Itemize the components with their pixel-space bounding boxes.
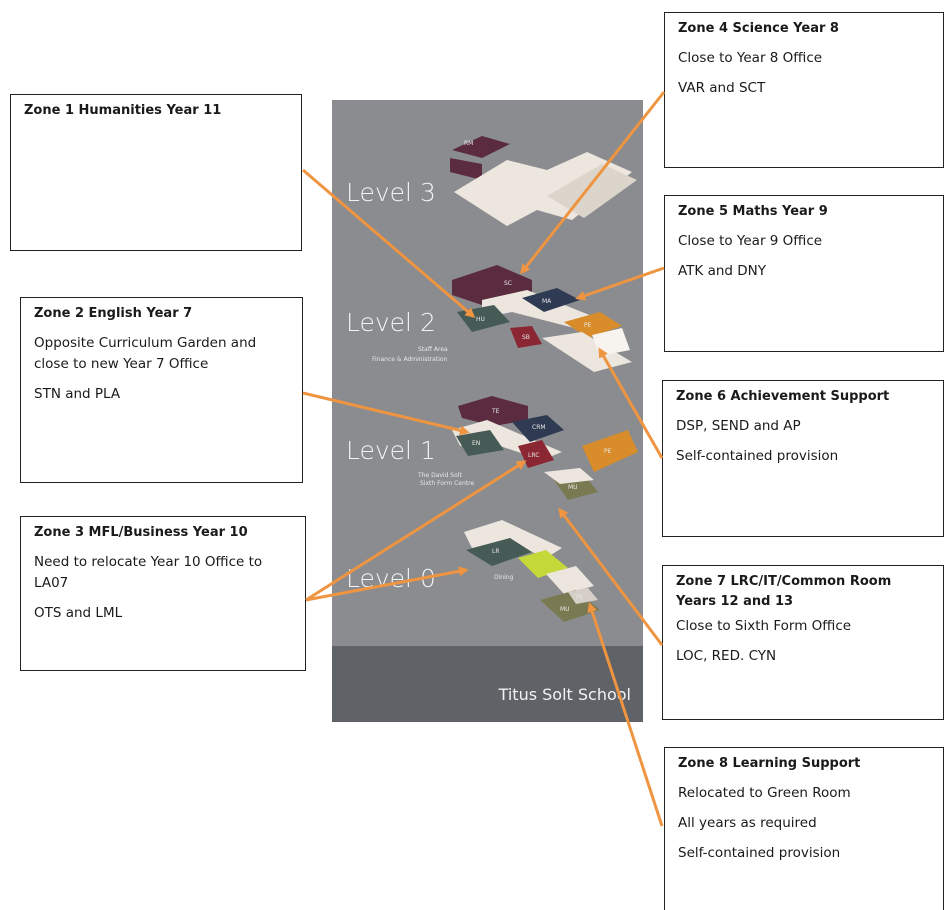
room-label-l1-lrc: LRC [528, 452, 540, 459]
zone-6-line-1: DSP, SEND and AP [676, 418, 801, 435]
level1-sixth-form-caption-2: Sixth Form Centre [420, 480, 475, 487]
level1-sixth-form-caption-1: The David Solt [418, 472, 462, 479]
room-label-l1-te: TE [492, 408, 500, 415]
zone-3-box: Zone 3 MFL/Business Year 10 Need to relo… [20, 516, 306, 671]
zone-2-box: Zone 2 English Year 7 Opposite Curriculu… [20, 297, 303, 483]
room-label-l0-lr: LR [492, 548, 500, 555]
zone-5-box: Zone 5 Maths Year 9 Close to Year 9 Offi… [664, 195, 944, 352]
room-label-l1-crm: CRM [532, 424, 546, 431]
zone-7-line-2: LOC, RED. CYN [676, 648, 777, 665]
zone-3-line-1: Need to relocate Year 10 Office to LA07 [34, 554, 263, 592]
level2-finance-caption: Finance & Administration [372, 356, 448, 363]
zone-8-line-3: Self-contained provision [678, 844, 841, 861]
room-label-l2-pe: PE [584, 322, 592, 329]
level2-staff-area-caption: Staff Area [418, 346, 448, 353]
level2-sb-block [510, 326, 542, 348]
zone-2-line-2: STN and PLA [34, 385, 121, 402]
zone-4-title: Zone 4 Science Year 8 [678, 21, 839, 36]
zone-7-box: Zone 7 LRC/IT/Common Room Years 12 and 1… [662, 565, 944, 720]
level1-link-block [544, 468, 594, 484]
level2-ma-block [522, 288, 580, 312]
room-label-l2-hu: HU [476, 316, 485, 323]
zone-8-line-1: Relocated to Green Room [678, 785, 851, 802]
level1-lrc-block [518, 440, 554, 468]
level3-rm-block [452, 136, 510, 158]
zone-2-line-1: Opposite Curriculum Garden and close to … [34, 335, 257, 373]
level1-te-block [458, 396, 528, 426]
zone-1-box: Zone 1 Humanities Year 11 [10, 94, 302, 251]
level1-en-block [456, 430, 504, 456]
zone-3-line-2: OTS and LML [34, 604, 123, 621]
zone-7-line-1: Close to Sixth Form Office [676, 618, 852, 635]
school-name-band [332, 646, 643, 722]
level-3-label: Level 3 [346, 178, 436, 207]
room-label-l1-pe: PE [604, 448, 612, 455]
zone-5-title: Zone 5 Maths Year 9 [678, 204, 828, 219]
room-label-l0-mu: MU [560, 606, 570, 613]
zone-4-box: Zone 4 Science Year 8 Close to Year 8 Of… [664, 12, 944, 168]
room-label-l1-en: EN [472, 440, 481, 447]
room-label-l2-sc: SC [504, 280, 512, 287]
room-label-l1-mu: MU [568, 484, 578, 491]
zone-3-title: Zone 3 MFL/Business Year 10 [34, 525, 248, 540]
zone-5-line-2: ATK and DNY [678, 263, 767, 280]
floor-plan-drawing [450, 136, 638, 658]
zone-6-line-2: Self-contained provision [676, 448, 839, 465]
level1-crm-block [512, 415, 564, 442]
zone-1-title: Zone 1 Humanities Year 11 [24, 103, 222, 118]
level-1-label: Level 1 [346, 436, 436, 465]
room-label-l0-pe: PE [576, 594, 584, 601]
level3-rm-block-side [450, 158, 482, 180]
zone-4-line-2: VAR and SCT [678, 80, 766, 97]
room-label-l3-rm: RM [464, 140, 474, 147]
zone-2-title: Zone 2 English Year 7 [34, 306, 193, 321]
zone-6-box: Zone 6 Achievement Support DSP, SEND and… [662, 380, 944, 537]
zone-5-line-1: Close to Year 9 Office [678, 233, 823, 250]
level2-pe-block [564, 312, 622, 338]
zone-8-title: Zone 8 Learning Support [678, 756, 861, 771]
zone-6-title: Zone 6 Achievement Support [676, 389, 890, 404]
zone-8-box: Zone 8 Learning Support Relocated to Gre… [664, 747, 944, 910]
building-floor-plan: Level 3 Level 2 Level 1 Level 0 Staff Ar… [332, 100, 643, 722]
room-label-l2-sb: SB [522, 334, 530, 341]
zone-8-line-2: All years as required [678, 815, 817, 832]
level0-dining-block [518, 550, 568, 578]
school-name: Titus Solt School [498, 685, 631, 704]
zone-4-line-1: Close to Year 8 Office [678, 50, 823, 67]
level0-dining-caption: Dining [494, 574, 514, 581]
level-0-label: Level 0 [346, 564, 436, 593]
zone-7-title: Zone 7 LRC/IT/Common Room Years 12 and 1… [676, 574, 892, 610]
room-label-l2-ma: MA [542, 298, 552, 305]
level-2-label: Level 2 [346, 308, 436, 337]
